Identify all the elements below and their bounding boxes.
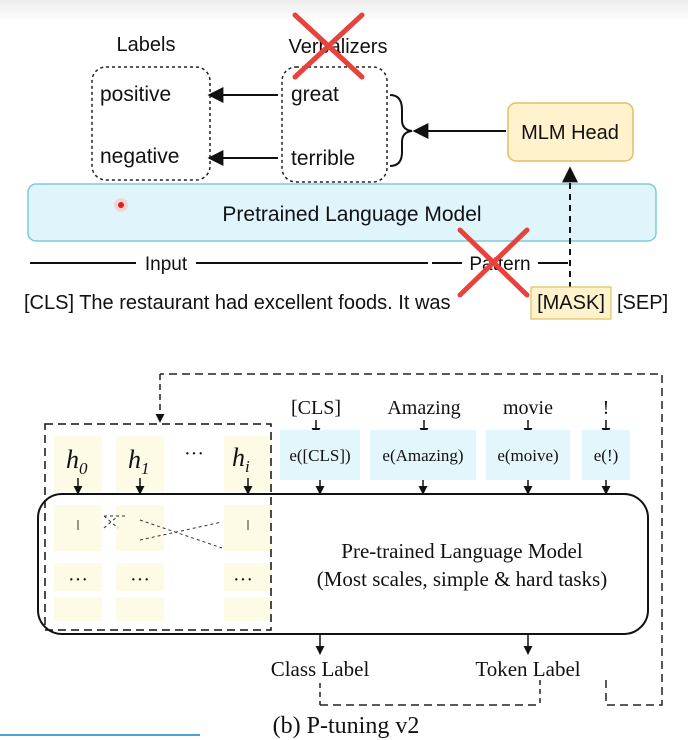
- label-positive: positive: [100, 83, 171, 106]
- plm-b-line1: Pre-trained Language Model: [341, 539, 583, 563]
- mask-token: [MASK]: [537, 292, 605, 314]
- verbalizers-title: Verbalizers: [289, 36, 388, 58]
- small-ticks: [77, 520, 249, 530]
- class-label: Class Label: [271, 657, 370, 681]
- pretrained-lm-box: [27, 183, 657, 242]
- mask-highlight: [530, 286, 612, 320]
- token-exclaim: !: [603, 397, 610, 419]
- cross-verbalizers: [292, 12, 365, 80]
- emb-movie: e(moive): [497, 446, 558, 465]
- hidden-h0: h0: [66, 445, 88, 478]
- emb-box-cls: [280, 430, 360, 480]
- emb-box-movie: [486, 430, 570, 480]
- cursor-dot: [118, 202, 124, 208]
- dots-col3: ···: [233, 569, 253, 591]
- bottom-accent-line: [0, 734, 200, 736]
- prompt-region: [44, 423, 272, 631]
- verbalizers-box: [281, 66, 388, 183]
- input-label: Input: [145, 254, 188, 275]
- verbalizer-great: great: [291, 83, 339, 106]
- hidden-dots: ···: [184, 443, 204, 465]
- token-movie: movie: [503, 397, 553, 419]
- pretrained-lm-label: Pretrained Language Model: [222, 203, 481, 226]
- verbalizer-brace: [389, 94, 413, 167]
- mlm-head-label: MLM Head: [521, 122, 619, 144]
- dots-col2: ···: [130, 569, 150, 591]
- mlm-head-box: [507, 102, 634, 162]
- plm-b-line2: (Most scales, simple & hard tasks): [317, 567, 607, 591]
- emb-cls: e([CLS]): [289, 446, 350, 465]
- emb-box-exclaim: [582, 430, 630, 480]
- label-negative: negative: [100, 145, 179, 168]
- labels-box: [91, 66, 211, 181]
- sep-token: [SEP]: [617, 292, 668, 314]
- dots-col1: ···: [68, 569, 88, 591]
- plm-box-b: [37, 493, 649, 635]
- token-label: Token Label: [475, 657, 580, 681]
- hidden-h1: h1: [128, 445, 150, 478]
- token-cls: [CLS]: [291, 397, 341, 419]
- verbalizer-terrible: terrible: [291, 147, 355, 170]
- emb-exclaim: e(!): [594, 446, 619, 465]
- figure-a: Labels Verbalizers positive negative gre…: [24, 12, 668, 320]
- input-sentence: [CLS] The restaurant had excellent foods…: [24, 292, 451, 314]
- emb-box-amazing: [370, 430, 476, 480]
- cross-pattern: [457, 227, 530, 298]
- token-amazing: Amazing: [387, 397, 460, 419]
- prompt-columns: [54, 436, 272, 621]
- hidden-hi: hi: [232, 443, 250, 476]
- figure-b: h0 h1 hi ··· ···: [37, 373, 663, 739]
- top-shadow-band: [0, 0, 688, 22]
- emb-amazing: e(Amazing): [382, 446, 463, 465]
- labels-title: Labels: [117, 34, 176, 56]
- feedback-loop-path: [160, 373, 663, 706]
- attention-cross-lines: [103, 515, 223, 549]
- caption: (b) P-tuning v2: [273, 713, 420, 739]
